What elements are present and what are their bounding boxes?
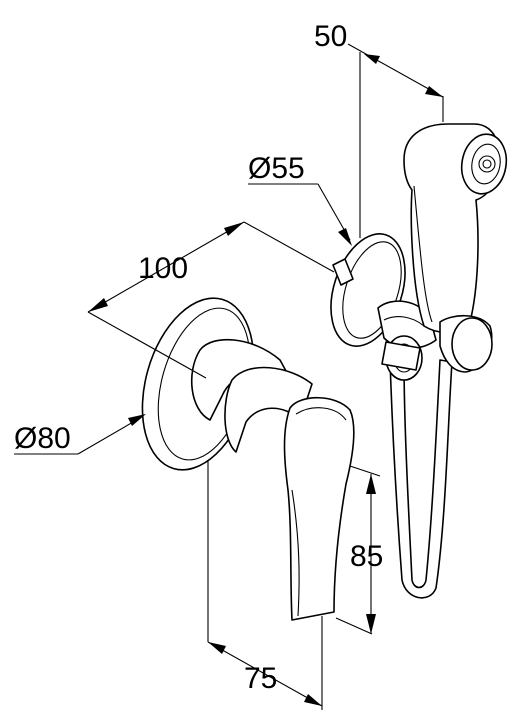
dimension-d80-label: Ø80: [14, 422, 71, 455]
hose: [381, 335, 453, 599]
dimension-100-arrow-start: [88, 298, 108, 312]
hand-shower: [403, 123, 508, 373]
dimension-d80-arrow: [128, 414, 146, 426]
dimension-d80: Ø80: [14, 414, 146, 455]
mixer-body: [190, 338, 313, 453]
dimension-50-arrow-end: [425, 86, 443, 97]
dimension-d55: Ø55: [248, 152, 352, 246]
hand-shower-assembly: [330, 123, 508, 599]
lever-handle: [283, 397, 355, 621]
dimension-50-arrow-start: [364, 54, 380, 64]
dimension-100-label: 100: [138, 252, 188, 285]
dimension-75: 75: [207, 460, 323, 710]
dimension-d55-arrow: [338, 228, 352, 246]
dimension-85-arrow-top: [366, 474, 376, 494]
dimension-50-label: 50: [314, 20, 347, 53]
dimension-85-arrow-bottom: [366, 614, 376, 634]
dimension-100-arrow-end: [224, 222, 244, 236]
dimension-85-label: 85: [350, 540, 383, 573]
dimension-d55-label: Ø55: [248, 152, 305, 185]
dimension-50: 50: [314, 20, 444, 238]
dimension-75-arrow-end: [304, 694, 322, 706]
dimension-85: 85: [335, 465, 383, 635]
dimension-100: 100: [87, 221, 335, 379]
concealed-mixer: [141, 297, 355, 621]
dimension-75-label: 75: [244, 662, 277, 695]
dimension-75-arrow-start: [208, 642, 226, 654]
